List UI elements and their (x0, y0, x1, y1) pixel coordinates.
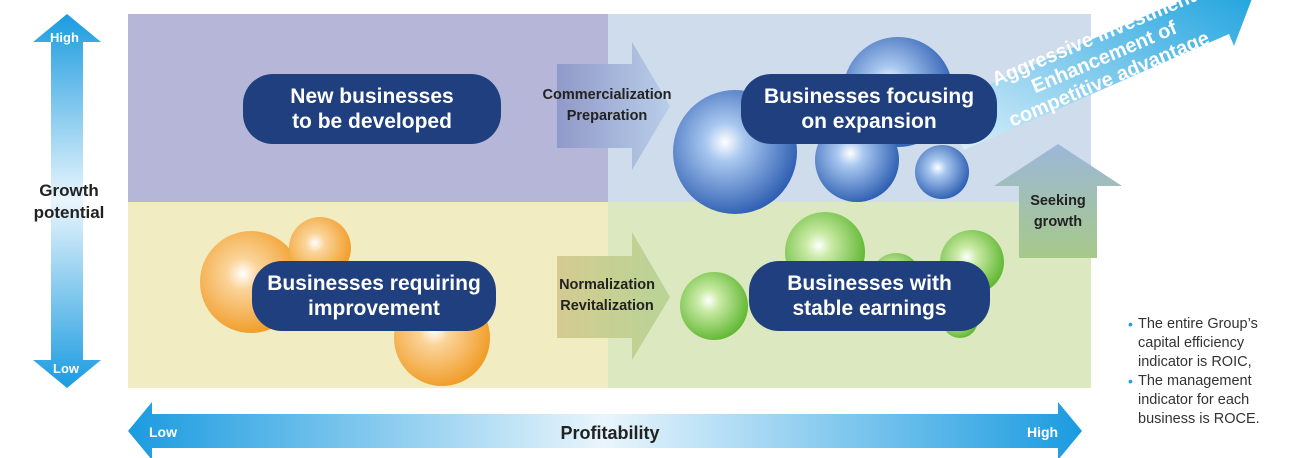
sphere-blue (915, 145, 969, 199)
sphere-green (680, 272, 748, 340)
x-axis-low-label: Low (149, 424, 177, 440)
notes-list: • The entire Group’s capital efficiency … (1128, 315, 1300, 429)
bullet-icon: • (1128, 316, 1133, 332)
profitability-axis-arrow (128, 402, 1082, 458)
bullet-icon: • (1128, 373, 1133, 389)
note-item: • The management indicator for each busi… (1128, 372, 1300, 429)
seeking-growth-arrow (994, 144, 1122, 258)
y-axis-title: Growth potential (33, 181, 105, 222)
x-axis-high-label: High (1027, 424, 1059, 440)
seeking-growth-label: Seeking growth (1030, 193, 1086, 230)
improvement-businesses-pill: Businesses requiring improvement (252, 261, 496, 331)
growth-axis-arrow (33, 14, 101, 388)
commercialization-label: Commercialization Preparation (542, 87, 672, 124)
new-businesses-pill: New businesses to be developed (243, 74, 501, 144)
note-item: • The entire Group’s capital efficiency … (1128, 315, 1300, 372)
stable-earnings-pill: Businesses with stable earnings (749, 261, 990, 331)
normalization-label: Normalization Revitalization (559, 277, 655, 314)
note-text: The entire Group’s capital efficiency in… (1138, 316, 1258, 370)
normalization-arrow (557, 232, 670, 360)
x-axis-title: Profitability (560, 423, 660, 443)
aggressive-investment-arrow (940, 0, 1252, 150)
y-axis-low-label: Low (53, 361, 79, 376)
expansion-businesses-pill: Businesses focusing on expansion (741, 74, 997, 144)
y-axis-high-label: High (50, 30, 79, 45)
note-text: The management indicator for each busine… (1138, 373, 1260, 427)
commercialization-arrow (557, 42, 670, 170)
